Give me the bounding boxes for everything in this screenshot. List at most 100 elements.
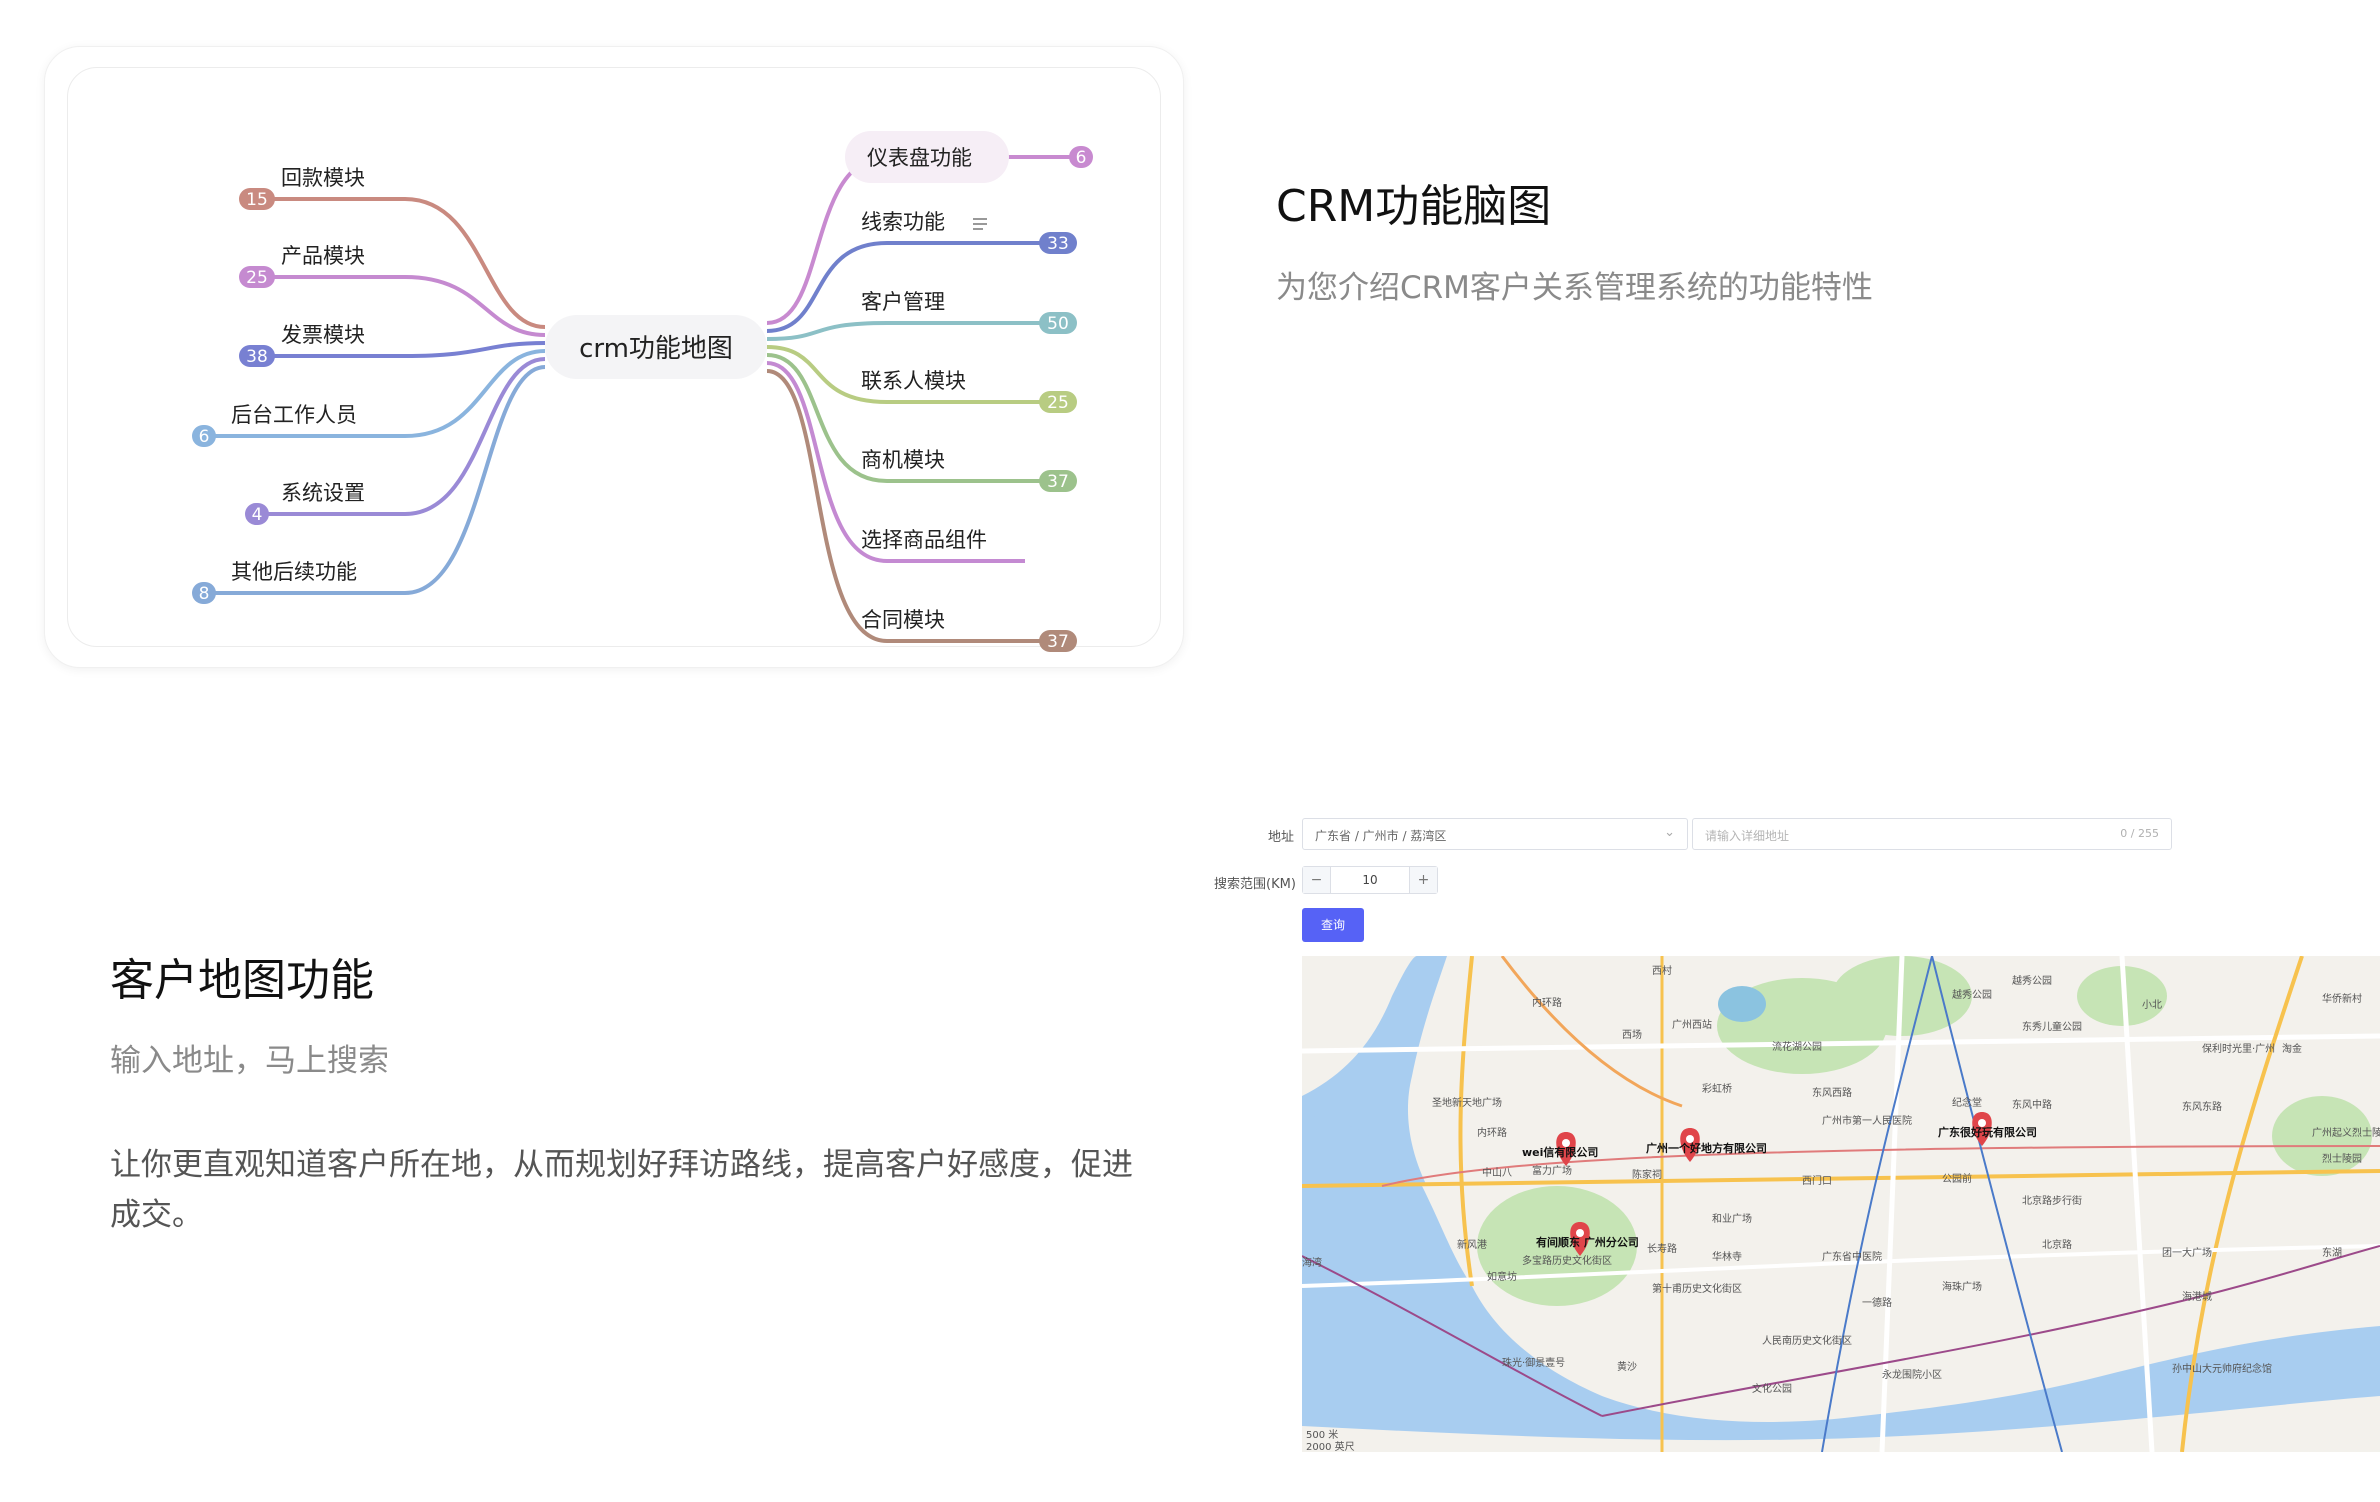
detail-address-input[interactable]: 请输入详细地址 0 / 255 [1692, 818, 2172, 850]
map-marker[interactable]: 有间顺东 广州分公司 [1536, 1222, 1639, 1256]
range-stepper[interactable]: − 10 + [1302, 866, 1438, 894]
map-feature-description: 让你更直观知道客户所在地，从而规划好拜访路线，提高客户好感度，促进成交。 [110, 1147, 1133, 1233]
mindmap-count-badge: 6 [1069, 146, 1093, 168]
map-place-label: 第十甫历史文化街区 [1652, 1282, 1742, 1295]
customer-map[interactable]: 内环路西村越秀公园越秀公园小北广州西站流花湖公园东秀儿童公园保利时光里·广州淘金… [1302, 956, 2380, 1452]
mindmap-count-badge: 4 [245, 503, 269, 525]
river-branch [1302, 956, 1447, 1186]
decrement-button[interactable]: − [1303, 867, 1331, 893]
mindmap-branch-label: 发票模块 [281, 323, 365, 347]
mindmap-branch-label: 产品模块 [281, 244, 365, 268]
svg-text:15: 15 [246, 190, 268, 210]
mindmap-branch [257, 341, 546, 358]
region-value: 广东省 / 广州市 / 荔湾区 [1315, 829, 1447, 843]
map-place-label: 彩虹桥 [1702, 1083, 1732, 1095]
map-pin-icon[interactable] [1570, 1222, 1590, 1256]
mindmap-branch-label: 商机模块 [861, 448, 945, 472]
mindmap-highlight-node [845, 131, 1009, 183]
map-place-label: 新风港 [1457, 1238, 1487, 1251]
svg-text:37: 37 [1047, 472, 1069, 492]
map-place-label: 流花湖公园 [1772, 1040, 1822, 1053]
svg-text:25: 25 [1047, 393, 1069, 413]
mindmap-branch-label: 系统设置 [281, 481, 365, 505]
map-place-label: 东风中路 [2012, 1098, 2052, 1111]
region-cascader[interactable]: 广东省 / 广州市 / 荔湾区 ⌄ [1302, 818, 1688, 850]
crm-subtitle: 为您介绍CRM客户关系管理系统的功能特性 [1276, 270, 1873, 306]
map-place-label: 和业广场 [1712, 1212, 1752, 1225]
mindmap-branch [766, 241, 1050, 333]
svg-text:6: 6 [199, 427, 210, 447]
map-place-label: 烈士陵园 [2322, 1152, 2362, 1165]
query-button[interactable]: 查询 [1302, 908, 1364, 942]
svg-text:6: 6 [1076, 148, 1087, 168]
map-place-label: 海珠广场 [1942, 1280, 1982, 1293]
mindmap-count-badge: 25 [239, 266, 275, 288]
map-place-label: 陈家祠 [1632, 1168, 1662, 1181]
mindmap-count-badge: 37 [1039, 630, 1077, 652]
note-icon [973, 218, 987, 230]
mindmap-branch [766, 321, 1050, 341]
mindmap: crm功能地图回款模块15产品模块25发票模块38后台工作人员6系统设置4其他后… [192, 131, 1093, 652]
mindmap-count-badge: 25 [1039, 391, 1077, 413]
map-marker-label: 广州一个好地方有限公司 [1646, 1141, 1767, 1155]
svg-text:50: 50 [1047, 314, 1069, 334]
increment-button[interactable]: + [1409, 867, 1437, 893]
range-value[interactable]: 10 [1362, 873, 1378, 887]
mindmap-branch [257, 275, 546, 337]
range-label: 搜索范围(KM) [1214, 877, 1296, 892]
mindmap-branch [766, 369, 1050, 643]
map-marker-label: 有间顺东 广州分公司 [1536, 1235, 1639, 1249]
mindmap-branch [766, 345, 1050, 404]
map-place-label: 内环路 [1532, 996, 1562, 1009]
map-place-label: 小北 [2142, 999, 2162, 1011]
char-count: 0 / 255 [2120, 827, 2159, 840]
map-canvas[interactable]: 内环路西村越秀公园越秀公园小北广州西站流花湖公园东秀儿童公园保利时光里·广州淘金… [1302, 956, 2380, 1452]
map-place-label: 东风西路 [1812, 1086, 1852, 1099]
map-place-label: 东风东路 [2182, 1100, 2222, 1113]
map-marker[interactable]: 广东很好玩有限公司 [1938, 1112, 2037, 1146]
map-place-label: 西场 [1622, 1028, 1642, 1041]
park [2272, 1096, 2372, 1176]
map-place-label: 北京路步行街 [2022, 1194, 2082, 1207]
map-place-label: 多宝路历史文化街区 [1522, 1254, 1612, 1267]
map-feature-subtitle: 输入地址，马上搜索 [110, 1043, 389, 1079]
svg-text:25: 25 [246, 268, 268, 288]
map-place-label: 西村 [1652, 964, 1672, 977]
map-place-label: 文化公园 [1752, 1382, 1792, 1395]
map-place-label: 广东省中医院 [1822, 1250, 1882, 1263]
mindmap-count-badge: 6 [192, 425, 216, 447]
map-place-label: 越秀公园 [2012, 974, 2052, 987]
map-place-label: 公园前 [1942, 1172, 1972, 1185]
map-place-label: 孙中山大元帅府纪念馆 [2172, 1362, 2272, 1375]
scale-label: 2000 英尺 [1306, 1440, 1355, 1452]
mindmap-branch-label: 合同模块 [861, 608, 945, 632]
mindmap-count-badge: 8 [192, 582, 216, 604]
map-place-label: 一德路 [1862, 1296, 1892, 1309]
mindmap-count-badge: 38 [239, 345, 275, 367]
map-marker[interactable]: 广州一个好地方有限公司 [1646, 1128, 1767, 1162]
svg-text:4: 4 [252, 505, 263, 525]
detail-address-placeholder: 请输入详细地址 [1705, 829, 1790, 843]
mindmap-branch-label: 仪表盘功能 [867, 146, 972, 170]
map-place-label: 西门口 [1802, 1174, 1832, 1187]
map-place-label: 珠光·御景壹号 [1502, 1356, 1565, 1369]
crm-title: CRM功能脑图 [1276, 181, 1552, 232]
map-pin-icon[interactable] [1972, 1112, 1992, 1146]
mindmap-branch [204, 349, 546, 438]
mindmap-branch [204, 365, 546, 595]
map-marker[interactable]: wei信有限公司 [1522, 1132, 1598, 1166]
mindmap-center-node: crm功能地图 [545, 315, 767, 379]
svg-text:33: 33 [1047, 234, 1069, 254]
map-place-label: 黄沙 [1617, 1360, 1637, 1373]
map-marker-label: 广东很好玩有限公司 [1938, 1125, 2037, 1139]
map-pin-icon[interactable] [1680, 1128, 1700, 1162]
address-label: 地址 [1268, 830, 1295, 845]
map-pin-icon[interactable] [1556, 1132, 1576, 1166]
map-place-label: 广州起义烈士陵园 [2312, 1126, 2380, 1139]
mindmap-center-label: crm功能地图 [579, 334, 733, 364]
map-marker-label: wei信有限公司 [1522, 1145, 1598, 1159]
mindmap-branch [766, 361, 1025, 563]
map-place-label: 圣地新天地广场 [1432, 1096, 1502, 1109]
mindmap-branch-label: 选择商品组件 [861, 528, 987, 552]
river-bank [1302, 1396, 2380, 1452]
